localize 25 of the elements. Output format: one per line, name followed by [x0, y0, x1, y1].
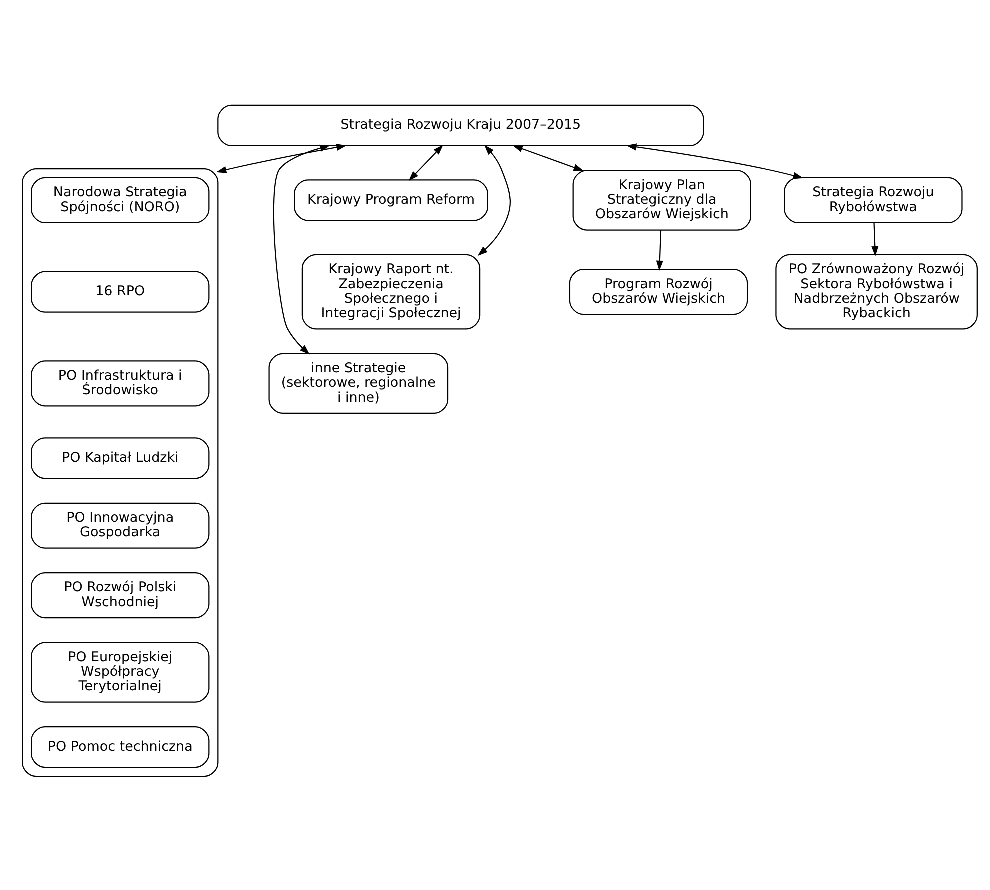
node-box: Strategia Rozwoju Rybołówstwa: [784, 176, 962, 224]
arrow: [626, 143, 804, 179]
arrow: [871, 222, 878, 256]
node-box: PO Rozwój Polski Wschodniej: [30, 572, 210, 618]
node-box: Krajowy Raport nt. Zabezpieczenia Społecznego i Integracji Społecznej: [301, 254, 480, 330]
node-box: Krajowy Program Reform: [294, 179, 488, 221]
node-box: PO Zrównoważony Rozwój Sektora Rybołówstwa i Nadbrzeżnych Obszarów Rybackich: [775, 254, 978, 330]
node-box: PO Kapitał Ludzki: [30, 437, 210, 479]
arrow: [477, 144, 510, 256]
arrow: [272, 144, 330, 354]
cluster: [22, 168, 218, 777]
node-box: PO Infrastruktura i Środowisko: [30, 360, 210, 406]
node-box: Krajowy Plan Strategiczny dla Obszarów Wiejskich: [572, 170, 751, 230]
node-box: inne Strategie (sektorowe, regionalne i inne): [268, 352, 448, 414]
node-box: PO Innowacyjna Gospodarka: [30, 502, 210, 548]
arrow: [512, 145, 584, 171]
arrow: [216, 144, 346, 173]
arrow: [656, 230, 663, 271]
node-box: Narodowa Strategia Spójności (NORO): [30, 176, 210, 224]
node-box: Strategia Rozwoju Kraju 2007–2015: [217, 104, 704, 146]
node-box: PO Europejskiej Współpracy Terytorialnej: [30, 642, 210, 702]
node-box: PO Pomoc techniczna: [30, 726, 210, 768]
arrow: [408, 144, 443, 181]
node-box: 16 RPO: [30, 270, 210, 312]
node-box: Program Rozwój Obszarów Wiejskich: [568, 268, 748, 315]
